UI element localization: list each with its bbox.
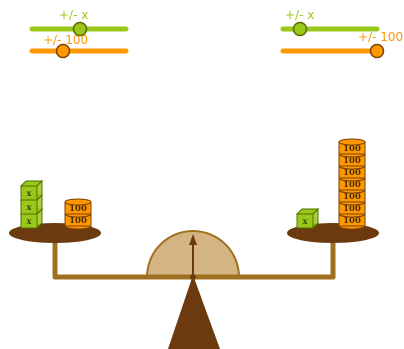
- left-x-slider[interactable]: [32, 23, 126, 36]
- hundred-weight-label: 100: [343, 204, 361, 214]
- fulcrum-icon: [168, 275, 220, 349]
- left-x-slider-knob-icon[interactable]: [74, 23, 87, 36]
- x-block: x: [21, 181, 42, 200]
- hundred-weight-label: 100: [343, 168, 361, 178]
- hundred-weight-label: 100: [343, 144, 361, 154]
- right-x-slider[interactable]: [283, 23, 377, 36]
- right-x-slider-knob-icon[interactable]: [294, 23, 307, 36]
- hundred-weight-label: 100: [69, 216, 87, 226]
- x-block-label: x: [303, 216, 308, 226]
- right-pan-weights: x 100 100 100 100 100 100 100: [297, 139, 365, 229]
- x-block-label: x: [27, 188, 32, 198]
- hundred-weight-label: 100: [343, 216, 361, 226]
- x-block-label: x: [27, 216, 32, 226]
- hundred-weight-label: 100: [343, 192, 361, 202]
- hundred-weight-label: 100: [69, 204, 87, 214]
- x-block-label: x: [27, 202, 32, 212]
- right-hundred-slider[interactable]: [283, 45, 384, 58]
- left-hundred-slider[interactable]: [32, 45, 126, 58]
- hundred-weight: 100: [65, 199, 91, 217]
- hundred-weight-label: 100: [343, 156, 361, 166]
- x-block: x: [297, 209, 318, 228]
- right-hundred-slider-knob-icon[interactable]: [371, 45, 384, 58]
- hundred-weight: 100: [339, 139, 365, 157]
- hundred-weight-label: 100: [343, 180, 361, 190]
- left-hundred-slider-knob-icon[interactable]: [57, 45, 70, 58]
